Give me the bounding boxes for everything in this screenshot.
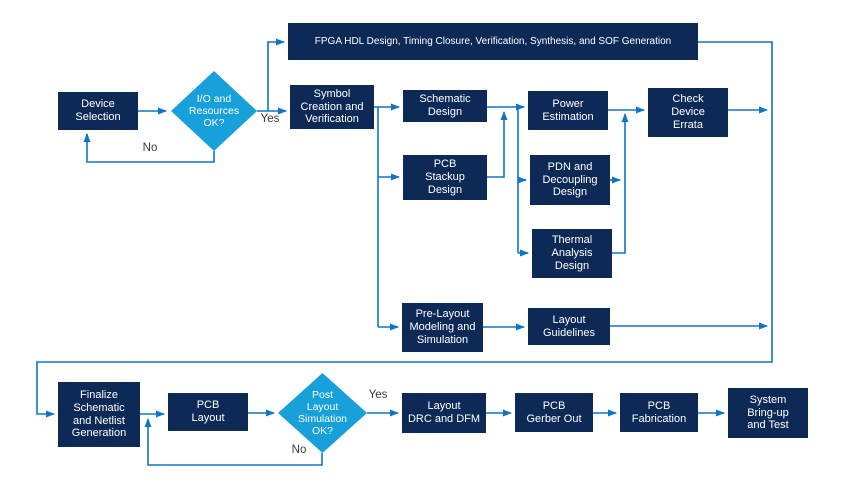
node-label: Post Layout Simulation OK? [297,388,348,438]
node-schematic-design: Schematic Design [403,90,487,122]
node-label: PCB Stackup Design [425,158,465,196]
edge-label-no-io: No [142,142,158,154]
node-pcb-fabrication: PCB Fabrication [620,393,698,432]
node-symbol-creation: Symbol Creation and Verification [290,85,374,129]
node-power-estimation: Power Estimation [528,91,608,130]
edge-label-yes-io: Yes [260,113,280,125]
node-label: Symbol Creation and Verification [300,87,364,126]
node-label: Layout Guidelines [543,313,595,339]
node-pcb-stackup-design: PCB Stackup Design [403,155,487,200]
node-label: PCB Gerber Out [526,399,582,425]
node-label: Pre-Layout Modeling and Simulation [409,308,476,346]
node-system-bring-up-test: System Bring-up and Test [728,388,808,438]
node-label: PCB Layout [191,399,225,424]
edge-banner-wrap-to-finalize [36,41,773,418]
node-label: Thermal Analysis Design [551,234,593,272]
node-label: PDN and Decoupling Design [542,160,598,199]
node-fpga-hdl-banner: FPGA HDL Design, Timing Closure, Verific… [288,23,698,60]
node-pcb-layout: PCB Layout [168,393,248,431]
node-device-selection: Device Selection [58,92,138,130]
node-pdn-decoupling-design: PDN and Decoupling Design [530,155,610,205]
node-finalize-schematic-netlist: Finalize Schematic and Netlist Generatio… [58,382,140,447]
node-label: I/O and Resources OK? [188,92,240,130]
edge-no-loop-to-device-selection [83,133,215,163]
edge-thermal-merge-up [612,113,629,254]
edge-yes-up-to-fpga-banner [267,38,285,111]
edge-label-no-post-layout: No [291,444,307,456]
node-label: Check Device Errata [671,93,705,131]
node-label: Schematic Design [419,93,471,118]
node-check-device-errata: Check Device Errata [648,88,728,137]
node-label: Power Estimation [542,97,594,123]
edge-label-yes-post-layout: Yes [368,389,388,401]
node-layout-guidelines: Layout Guidelines [528,308,610,345]
node-label: System Bring-up and Test [747,393,789,432]
node-pre-layout-modeling: Pre-Layout Modeling and Simulation [402,303,483,352]
node-label: Device Selection [75,98,121,123]
edge-stackup-merge-up [487,111,508,178]
node-thermal-analysis-design: Thermal Analysis Design [532,229,612,278]
edge-no-loop-post-layout [144,418,323,466]
node-label: Layout DRC and DFM [407,400,481,425]
node-pcb-gerber-out: PCB Gerber Out [515,393,593,432]
node-label: FPGA HDL Design, Timing Closure, Verific… [314,35,672,47]
node-label: PCB Fabrication [631,399,687,425]
node-layout-drc-dfm: Layout DRC and DFM [402,393,486,433]
node-label: Finalize Schematic and Netlist Generatio… [71,388,127,440]
